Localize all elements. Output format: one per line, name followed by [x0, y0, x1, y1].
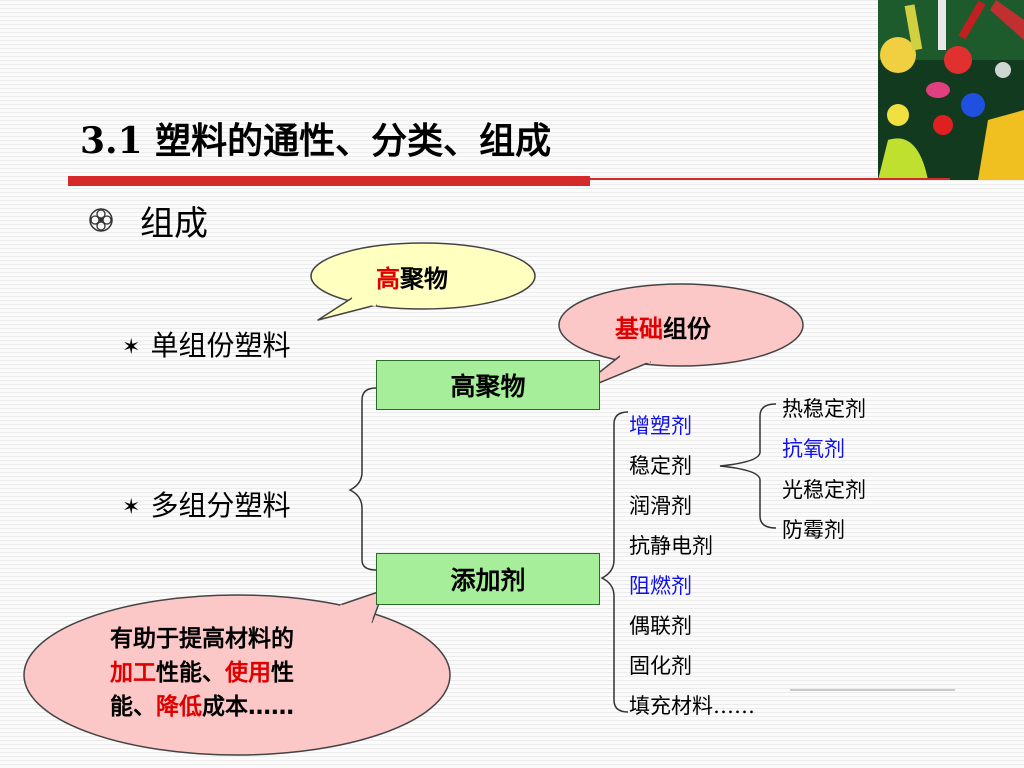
- section-subtitle: 组成: [140, 204, 208, 244]
- callout-text: 性: [271, 660, 294, 686]
- flower-bullet-icon: [88, 207, 114, 237]
- stabilizer-item: 光稳定剂: [782, 478, 866, 502]
- callout-line-2: 加工性能、使用性: [110, 656, 294, 690]
- callout-highlight: 降低: [156, 694, 202, 720]
- callout-line-1: 有助于提高材料的: [110, 626, 294, 652]
- page-title: 3.1 塑料的通性、分类、组成: [80, 120, 552, 162]
- callout-polymer: 高聚物: [376, 259, 448, 294]
- additive-item: 稳定剂: [629, 454, 692, 478]
- star-bullet-icon: ✶: [122, 495, 141, 520]
- callout-text: 成本……: [202, 694, 294, 720]
- additive-item: 抗静电剂: [629, 534, 713, 558]
- bullet-single-component: ✶ 单组份塑料: [122, 324, 290, 364]
- callout-polymer-text: 聚物: [400, 265, 448, 293]
- stabilizer-item: 热稳定剂: [782, 397, 866, 421]
- additive-item: 润滑剂: [629, 494, 692, 518]
- bullet-multi-component: ✶ 多组分塑料: [122, 484, 290, 524]
- callout-highlight: 加工: [110, 660, 156, 686]
- title-underline: [68, 176, 590, 186]
- callout-text: 能、: [110, 694, 156, 720]
- callout-highlight: 使用: [225, 660, 271, 686]
- callout-base-highlight: 基础: [615, 315, 663, 343]
- additive-item: 填充材料……: [629, 694, 755, 718]
- box-additive: 添加剂: [376, 553, 600, 605]
- callout-base-text: 组份: [663, 315, 711, 343]
- additive-item: 增塑剂: [629, 414, 692, 438]
- box-polymer: 高聚物: [376, 360, 600, 410]
- additive-item: 固化剂: [629, 654, 692, 678]
- callout-polymer-highlight: 高: [376, 265, 400, 293]
- bullet-multi-label: 多组分塑料: [150, 489, 291, 522]
- star-bullet-icon: ✶: [122, 335, 141, 360]
- callout-base-component: 基础组份: [615, 309, 711, 344]
- stabilizer-item: 防霉剂: [782, 518, 845, 542]
- callout-text: 性能、: [156, 660, 225, 686]
- callout-additive-benefit: 有助于提高材料的 加工性能、使用性 能、降低成本……: [110, 622, 294, 724]
- bullet-single-label: 单组份塑料: [150, 329, 291, 362]
- stabilizer-item: 抗氧剂: [782, 437, 845, 461]
- additive-item: 偶联剂: [629, 614, 692, 638]
- callout-line-3: 能、降低成本……: [110, 690, 294, 724]
- decorative-photo: [878, 0, 1024, 180]
- additive-item: 阻燃剂: [629, 574, 692, 598]
- title-thin-rule: [590, 178, 950, 180]
